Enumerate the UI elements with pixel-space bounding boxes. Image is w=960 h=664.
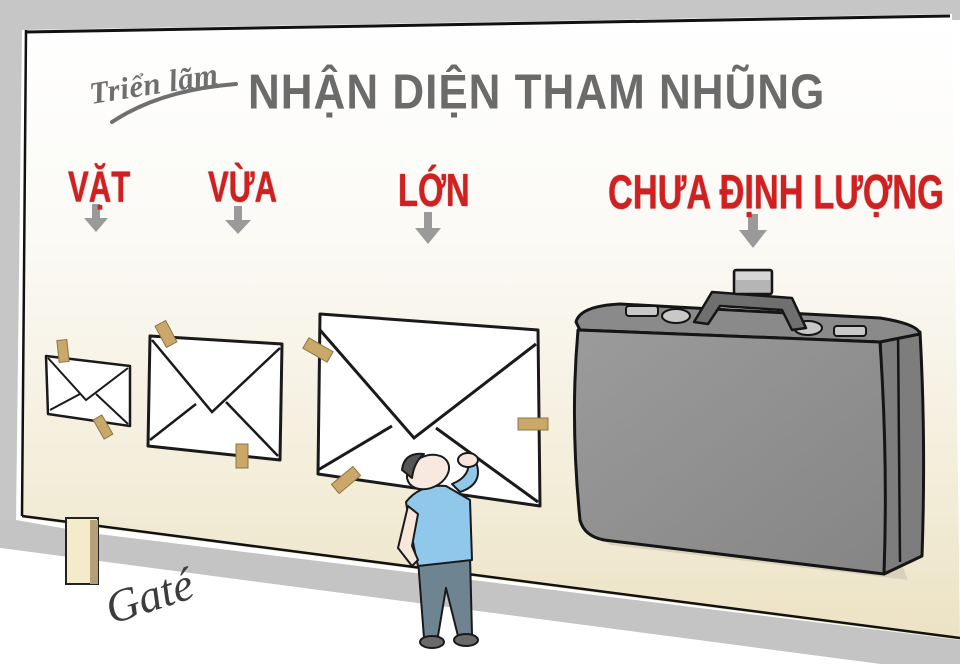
exhibit-underline: [110, 82, 238, 124]
medium-envelope: [146, 319, 284, 469]
arrow-icons: [84, 204, 767, 248]
down-arrow-icon: [739, 214, 767, 248]
tape-icon: [235, 443, 249, 469]
down-arrow-icon: [415, 212, 441, 244]
tape-icon: [92, 414, 114, 440]
tape-icon: [330, 465, 362, 495]
tape-icon: [517, 417, 549, 431]
page-title: NHẬN DIỆN THAM NHŨNG: [248, 64, 826, 120]
category-label-lon: LỚN: [398, 165, 470, 217]
tape-icon: [56, 338, 70, 364]
large-envelope: [302, 312, 549, 508]
category-label-chua-dinh-luong: CHƯA ĐỊNH LƯỢNG: [608, 164, 944, 219]
man-figure: [397, 452, 479, 649]
down-arrow-icon: [225, 206, 251, 234]
category-label-vat: VẶT: [68, 163, 131, 212]
tape-icon: [154, 319, 178, 349]
briefcase: [572, 268, 926, 580]
down-arrow-icon: [84, 204, 108, 232]
tape-icon: [302, 337, 334, 363]
category-label-vua: VỪA: [208, 163, 278, 212]
small-envelope: [44, 338, 132, 440]
